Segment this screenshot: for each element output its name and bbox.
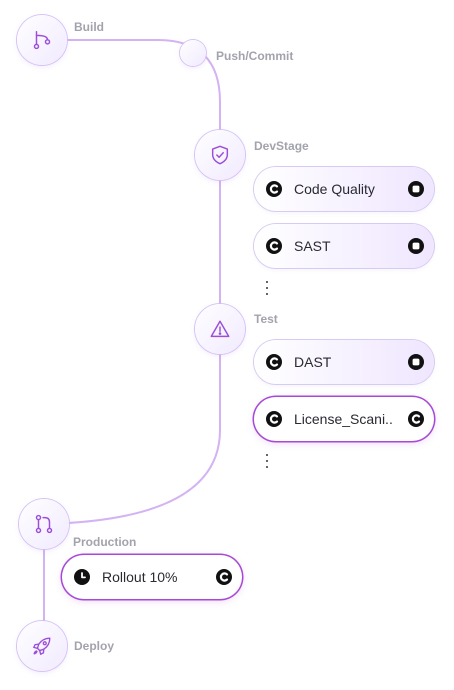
- job-rollout[interactable]: Rollout 10%: [62, 555, 242, 599]
- stage-devstage-node[interactable]: [195, 130, 245, 180]
- job-sast-label: SAST: [294, 238, 331, 254]
- job-code-quality-label: Code Quality: [294, 181, 375, 197]
- retry-icon[interactable]: [408, 411, 424, 427]
- stop-icon[interactable]: [408, 238, 424, 254]
- job-sast[interactable]: SAST: [254, 224, 434, 268]
- stop-icon[interactable]: [408, 354, 424, 370]
- running-icon: [266, 411, 282, 427]
- rocket-icon: [33, 637, 51, 655]
- job-license-scanning-label: License_Scani..: [294, 411, 393, 427]
- job-dast[interactable]: DAST: [254, 340, 434, 384]
- clock-icon: [74, 569, 90, 585]
- stage-devstage-label: DevStage: [254, 139, 309, 153]
- running-icon: [266, 181, 282, 197]
- stage-deploy-node[interactable]: [17, 621, 67, 671]
- git-branch-icon: [33, 31, 51, 50]
- job-license-scanning[interactable]: License_Scani..: [254, 397, 434, 441]
- connector-test-to-production: [43, 328, 221, 525]
- stage-production-label: Production: [73, 535, 137, 549]
- stage-push-label: Push/Commit: [216, 49, 294, 63]
- stage-push-node[interactable]: [180, 40, 206, 66]
- more-jobs-test-icon[interactable]: [264, 454, 270, 468]
- stage-test-node[interactable]: [195, 304, 245, 354]
- stage-build-label: Build: [74, 20, 104, 34]
- stop-icon[interactable]: [408, 181, 424, 197]
- warning-triangle-icon: [210, 320, 230, 338]
- job-rollout-label: Rollout 10%: [102, 569, 178, 585]
- running-icon: [266, 238, 282, 254]
- shield-check-icon: [211, 145, 229, 165]
- stage-test-label: Test: [254, 312, 278, 326]
- retry-icon[interactable]: [216, 569, 232, 585]
- stage-build-node[interactable]: [17, 15, 67, 65]
- more-jobs-devstage-icon[interactable]: [264, 281, 270, 295]
- stage-deploy-label: Deploy: [74, 639, 115, 653]
- stage-production-node[interactable]: [19, 499, 69, 549]
- job-code-quality[interactable]: Code Quality: [254, 167, 434, 211]
- git-pull-request-icon: [35, 514, 53, 534]
- running-icon: [266, 354, 282, 370]
- job-dast-label: DAST: [294, 354, 332, 370]
